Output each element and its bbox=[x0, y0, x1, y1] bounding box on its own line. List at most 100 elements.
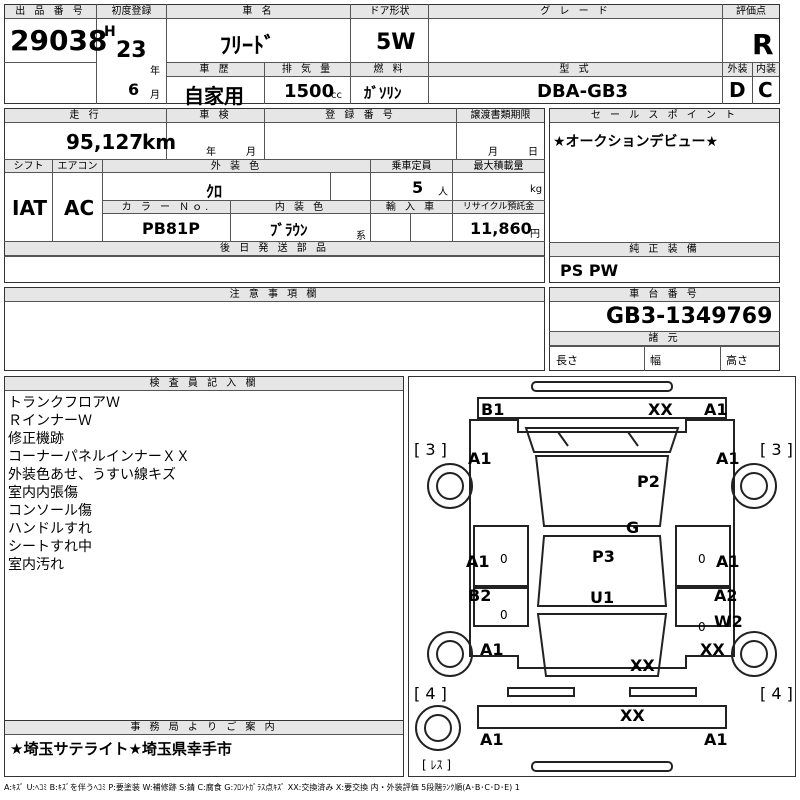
shift-label: シフト bbox=[5, 160, 52, 173]
car-name: ﾌﾘｰﾄﾞ bbox=[220, 34, 276, 59]
mark-front-center: XX bbox=[630, 656, 655, 675]
history: 自家用 bbox=[184, 84, 244, 108]
displacement: 1500 bbox=[284, 81, 335, 102]
inspector-note: シートすれ中 bbox=[8, 539, 92, 555]
mark-rear-win-left: 0 bbox=[500, 552, 508, 566]
import-label: 輸 入 車 bbox=[371, 201, 452, 214]
inspector-note: ＲインナーＷ bbox=[8, 413, 92, 429]
interior-grade-label: 内装 bbox=[753, 63, 779, 77]
recycle-label: リサイクル預託金 bbox=[453, 201, 544, 214]
color-no: PB81P bbox=[142, 219, 200, 238]
color-no-label: カ ラ ー Ｎｏ. bbox=[103, 201, 230, 214]
car-diagram bbox=[415, 381, 777, 772]
history-label: 車 歴 bbox=[167, 63, 264, 77]
ext-color: ｸﾛ bbox=[206, 182, 223, 201]
equipment-text: PS PW bbox=[560, 261, 619, 280]
mark-front-right: A1 bbox=[704, 730, 728, 749]
mark-fender-left: A1 bbox=[480, 640, 504, 659]
mark-fender-right: XX bbox=[700, 640, 725, 659]
car-name-label: 車 名 bbox=[167, 5, 350, 19]
mark-front-tyre-left: [ 4 ] bbox=[414, 684, 447, 703]
interior-grade: C bbox=[758, 78, 773, 102]
later-parts-label: 後 日 発 送 部 品 bbox=[5, 242, 544, 256]
mark-spare: [ ﾚｽ ] bbox=[422, 758, 452, 772]
ac-label: エアコン bbox=[53, 160, 102, 173]
year-unit: 年 bbox=[150, 66, 160, 77]
mark-front-door-right-2: W2 bbox=[714, 612, 743, 631]
capacity-unit: 人 bbox=[438, 187, 448, 198]
mark-rear-qtr-right: A1 bbox=[716, 449, 740, 468]
header-table bbox=[4, 4, 780, 104]
office-label: 事 務 局 よ り ご 案 内 bbox=[5, 721, 403, 735]
inspector-note: 外装色あせ、うすい線キズ bbox=[8, 467, 176, 483]
int-color: ﾌﾞﾗｳﾝ bbox=[270, 221, 308, 239]
recycle-unit: 円 bbox=[530, 229, 540, 240]
capacity-label: 乗車定員 bbox=[371, 160, 452, 173]
recycle-fee: 11,860 bbox=[470, 219, 532, 238]
inspection-label: 車 検 bbox=[167, 109, 264, 123]
max-load-unit: kg bbox=[530, 184, 543, 195]
inspector-note: 修正機跡 bbox=[8, 431, 64, 447]
mileage: 95,127 bbox=[66, 130, 144, 154]
reg-month: 6 bbox=[128, 80, 140, 99]
office-text: ★埼玉サテライト★埼玉県幸手市 bbox=[10, 740, 232, 758]
mark-rear-qtr-left: A1 bbox=[468, 449, 492, 468]
shift: IAT bbox=[12, 196, 48, 220]
int-color-unit: 系 bbox=[356, 231, 366, 242]
caution-label: 注 意 事 項 欄 bbox=[5, 288, 544, 302]
int-color-label: 内 装 色 bbox=[231, 201, 370, 214]
score: R bbox=[752, 28, 774, 61]
door-label: ドア形状 bbox=[351, 5, 428, 19]
mark-front-left: A1 bbox=[480, 730, 504, 749]
equipment-label: 純 正 装 備 bbox=[550, 243, 779, 257]
mark-rear-tyre-right: [ 3 ] bbox=[760, 440, 793, 459]
mileage-label: 走 行 bbox=[5, 109, 166, 123]
mark-front-win-left: 0 bbox=[500, 608, 508, 622]
width-label: 幅 bbox=[650, 354, 661, 367]
inspector-box bbox=[4, 376, 404, 722]
mark-rear-bumper: XX bbox=[648, 400, 673, 419]
model-code: DBA-GB3 bbox=[537, 81, 629, 102]
inspection-year-unit: 年 bbox=[206, 147, 216, 158]
transfer-day-unit: 日 bbox=[528, 147, 538, 158]
era: H bbox=[104, 24, 116, 40]
ext-color-label: 外 装 色 bbox=[103, 160, 370, 173]
door-type: 5W bbox=[376, 30, 416, 55]
chassis-number: GB3-1349769 bbox=[606, 304, 773, 329]
length-label: 長さ bbox=[556, 354, 578, 367]
inspector-note: コンソール傷 bbox=[8, 503, 92, 519]
month-unit: 月 bbox=[150, 90, 160, 101]
chassis-label: 車 台 番 号 bbox=[550, 288, 779, 302]
score-label: 評価点 bbox=[723, 5, 779, 19]
inspector-label: 検 査 員 記 入 欄 bbox=[5, 377, 403, 391]
mark-front-win-right: 0 bbox=[698, 620, 706, 634]
legend-text: A:ｷｽﾞ U:ﾍｺﾐ B:ｷｽﾞを伴うﾍｺﾐ P:要塗装 W:補修跡 S:錆 … bbox=[4, 783, 520, 792]
inspector-note: コーナーパネルインナーＸＸ bbox=[8, 449, 190, 465]
exterior-grade-label: 外装 bbox=[723, 63, 752, 77]
inspector-note: 室内内張傷 bbox=[8, 485, 78, 501]
displacement-unit: cc bbox=[331, 90, 342, 101]
sales-point-label: セ ー ル ス ポ イ ン ト bbox=[550, 109, 779, 123]
grade-label: グ レ ー ド bbox=[429, 5, 722, 19]
mark-front-door-right: A2 bbox=[714, 586, 738, 605]
mark-roof-mid: G bbox=[626, 518, 640, 537]
capacity: 5 bbox=[412, 178, 424, 197]
mark-front-tyre-right: [ 4 ] bbox=[760, 684, 793, 703]
mark-roof-rear: P2 bbox=[637, 472, 660, 491]
reg-no-label: 登 録 番 号 bbox=[265, 109, 456, 123]
max-load-label: 最大積載量 bbox=[453, 160, 544, 173]
specs-label: 諸 元 bbox=[550, 332, 779, 346]
listing-no: 29038 bbox=[10, 24, 108, 57]
height-label: 高さ bbox=[726, 354, 748, 367]
mark-front-door-left: B2 bbox=[468, 586, 492, 605]
inspector-note: ハンドルすれ bbox=[8, 521, 92, 537]
exterior-grade: D bbox=[729, 78, 746, 102]
sales-point-text: ★オークションデビュー★ bbox=[553, 134, 719, 150]
mark-front-bumper: XX bbox=[620, 706, 645, 725]
car-diagram-box bbox=[408, 376, 796, 777]
mark-rear-win-right: 0 bbox=[698, 552, 706, 566]
mark-rear-right: A1 bbox=[704, 400, 728, 419]
mark-rear-door-left: A1 bbox=[466, 552, 490, 571]
fuel: ｶﾞｿﾘﾝ bbox=[364, 84, 402, 102]
inspector-note: 室内汚れ bbox=[8, 557, 64, 573]
